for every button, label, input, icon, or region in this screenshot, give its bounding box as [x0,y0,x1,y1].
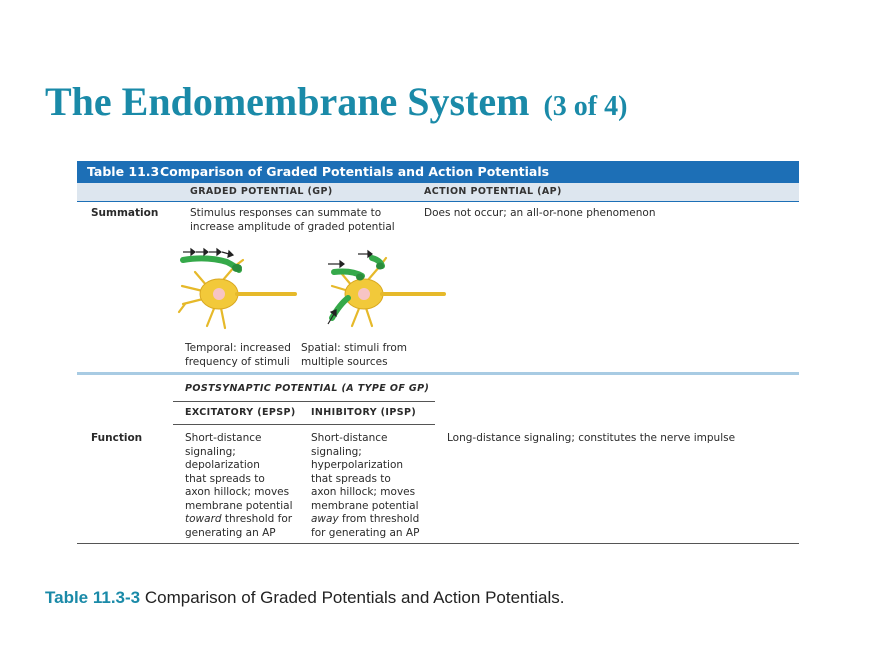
table-bottom-rule [77,543,799,544]
spatial-summation-neuron-illustration [327,249,446,328]
row-separator [77,372,799,375]
spatial-caption-line2: multiple sources [301,355,388,368]
ipsp-heading: INHIBITORY (IPSP) [311,407,417,418]
table-header: Table 11.3 Comparison of Graded Potentia… [77,161,799,183]
summation-gp-line1: Stimulus responses can summate to [190,207,382,219]
ipsp-emphasis: away [311,513,339,525]
title-main: The Endomembrane System [45,79,530,124]
table-number: Table 11.3 [87,164,160,179]
slide-title: The Endomembrane System (3 of 4) [45,78,627,125]
ipsp-line: signaling; [311,445,362,458]
function-ap-text: Long-distance signaling; constitutes the… [447,432,736,444]
ipsp-line: that spreads to [311,472,391,485]
summation-ap-text: Does not occur; an all-or-none phenomeno… [424,207,656,219]
epsp-line-threshold: toward threshold for [185,513,292,527]
figure-caption: Table 11.3-3 Comparison of Graded Potent… [45,588,564,608]
postsynaptic-potential-heading: POSTSYNAPTIC POTENTIAL (A TYPE OF GP) [185,383,430,394]
epsp-emphasis: toward [185,513,222,525]
temporal-caption-line2: frequency of stimuli [185,355,290,368]
ipsp-line: membrane potential [311,499,419,512]
psp-subheading-rule [173,424,435,425]
temporal-summation-neuron-illustration [177,247,297,330]
ipsp-line: Short-distance [311,432,388,444]
table-title: Comparison of Graded Potentials and Acti… [160,164,550,179]
psp-heading-rule [173,401,435,402]
comparison-table: Table 11.3 Comparison of Graded Potentia… [77,161,799,545]
ipsp-after-emphasis: from threshold [338,513,420,525]
ipsp-line: hyperpolarization [311,459,404,471]
epsp-line: generating an AP [185,526,276,539]
epsp-line: Short-distance [185,432,262,444]
column-header-gp: GRADED POTENTIAL (GP) [190,186,333,197]
row-label-summation: Summation [91,207,159,219]
ipsp-line-threshold: away from threshold [311,513,419,527]
row-label-function: Function [91,432,143,444]
title-suffix: (3 of 4) [543,91,628,122]
summation-gp-line2: increase amplitude of graded potential [190,220,395,233]
ipsp-line: axon hillock; moves [311,486,416,498]
epsp-line: that spreads to [185,472,265,485]
epsp-heading: EXCITATORY (EPSP) [185,407,296,418]
epsp-line: signaling; [185,445,236,458]
temporal-caption-line1: Temporal: increased [185,342,291,354]
epsp-line: membrane potential [185,499,293,512]
spatial-caption-line1: Spatial: stimuli from [301,342,408,354]
caption-text: Comparison of Graded Potentials and Acti… [140,588,565,607]
caption-label: Table 11.3-3 [45,588,141,607]
column-header-row: GRADED POTENTIAL (GP) ACTION POTENTIAL (… [77,183,799,202]
column-header-ap: ACTION POTENTIAL (AP) [424,186,562,197]
epsp-after-emphasis: threshold for [221,513,293,525]
ipsp-line: for generating an AP [311,526,420,539]
epsp-line: axon hillock; moves [185,486,290,498]
epsp-line: depolarization [185,459,260,471]
